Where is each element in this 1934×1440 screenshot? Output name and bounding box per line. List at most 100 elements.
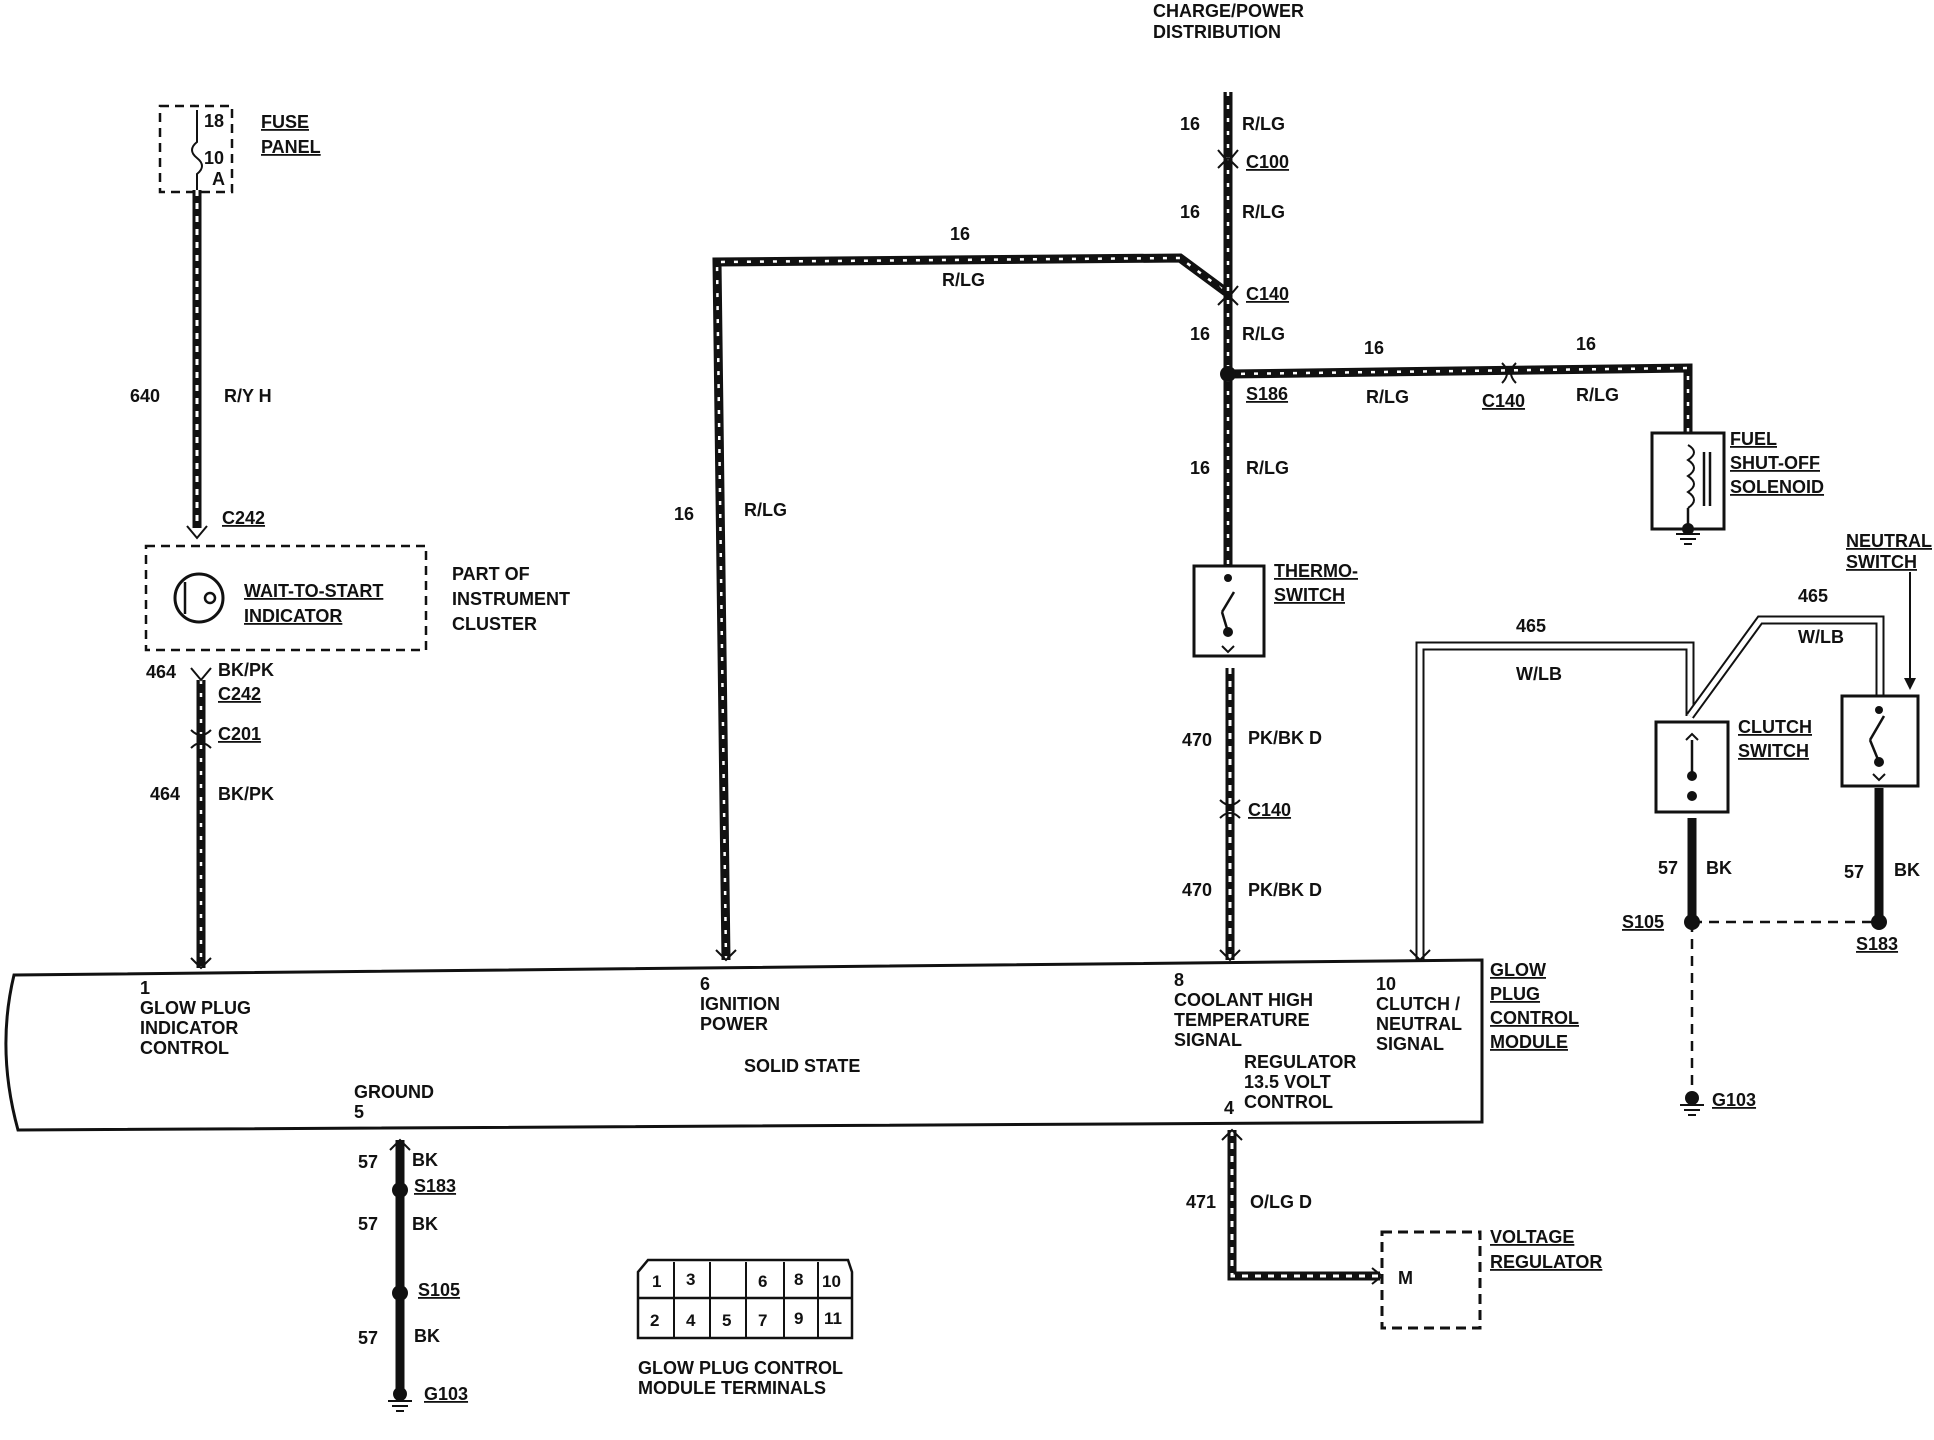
g103-ground-icon-right [1680, 1091, 1704, 1116]
connector-c140-top [1217, 285, 1239, 306]
thermo-switch [1192, 564, 1266, 658]
terminal-grid [636, 1258, 854, 1340]
pin8-label-3: SIGNAL [1174, 1030, 1242, 1050]
pin8-label-1: COOLANT HIGH [1174, 990, 1313, 1010]
wire-471 [1227, 1130, 1380, 1281]
ground-pin-number: 5 [354, 1102, 364, 1122]
wire-16-color-left: R/LG [744, 500, 787, 520]
wire-464-color-2: BK/PK [218, 784, 274, 804]
fuse-rating: 10 [204, 148, 224, 168]
pin1-label-2: INDICATOR [140, 1018, 238, 1038]
neutral-switch-label-1: NEUTRAL [1846, 531, 1932, 551]
wire-57-color-g1: BK [412, 1150, 438, 1170]
terminal-bot-5: 5 [722, 1311, 731, 1330]
thermo-switch-label-2: SWITCH [1274, 585, 1345, 605]
wire-465-number-2: 465 [1798, 586, 1828, 606]
part-of-2: INSTRUMENT [452, 589, 570, 609]
wire-16-num-6: 16 [1576, 334, 1596, 354]
clutch-switch [1654, 720, 1730, 814]
wire-57-color-neutral: BK [1894, 860, 1920, 880]
wait-to-start-indicator [144, 544, 428, 652]
wire-470-number-2: 470 [1182, 880, 1212, 900]
s186-label: S186 [1246, 384, 1288, 404]
wire-470-color-1: PK/BK D [1248, 728, 1322, 748]
charge-power-label-2: DISTRIBUTION [1153, 22, 1281, 42]
voltage-regulator [1371, 1230, 1482, 1330]
wire-16-fuel [1227, 363, 1693, 435]
splice-s186-dot [1220, 366, 1236, 382]
wire-471-color: O/LG D [1250, 1192, 1312, 1212]
neutral-switch [1840, 694, 1920, 788]
g103-label-right: G103 [1712, 1090, 1756, 1110]
wire-16-ignition [712, 253, 1229, 961]
terminal-bot-4: 4 [686, 1311, 696, 1330]
connector-c242-bot [190, 667, 212, 682]
wire-57-number-g2: 57 [358, 1214, 378, 1234]
g103-label-bottom: G103 [424, 1384, 468, 1404]
wire-640-number: 640 [130, 386, 160, 406]
pin10-label-3: SIGNAL [1376, 1034, 1444, 1054]
wire-464-color-1: BK/PK [218, 660, 274, 680]
pin8-label-2: TEMPERATURE [1174, 1010, 1310, 1030]
fuse-panel-label-2: PANEL [261, 137, 321, 157]
part-of-3: CLUSTER [452, 614, 537, 634]
connector-c242-top [186, 525, 208, 540]
pin6-label-2: POWER [700, 1014, 768, 1034]
fuel-solenoid-label-3: SOLENOID [1730, 477, 1824, 497]
neutral-switch-arrow-icon [1904, 572, 1916, 690]
wire-470-number-1: 470 [1182, 730, 1212, 750]
wire-640-color: R/Y H [224, 386, 272, 406]
connector-c140-low [1219, 799, 1241, 819]
pin1-label-1: GLOW PLUG [140, 998, 251, 1018]
wire-465-color-1: W/LB [1516, 664, 1562, 684]
terminal-top-8: 8 [794, 1270, 803, 1289]
pin1-number: 1 [140, 978, 150, 998]
connector-c201 [190, 729, 212, 749]
pin8-number: 8 [1174, 970, 1184, 990]
indicator-label-1: WAIT-TO-START [244, 581, 383, 601]
splice-s105-ground-dot [392, 1285, 408, 1301]
fuse-panel-label-1: FUSE [261, 112, 309, 132]
module-name-4: MODULE [1490, 1032, 1568, 1052]
pin1-label-3: CONTROL [140, 1038, 229, 1058]
wire-16-num-left: 16 [674, 504, 694, 524]
charge-power-label-1: CHARGE/POWER [1153, 1, 1304, 21]
wire-16-color-6: R/LG [1576, 385, 1619, 405]
s183-label-right: S183 [1856, 934, 1898, 954]
wire-16-color-2: R/LG [1242, 202, 1285, 222]
fuel-solenoid [1650, 431, 1726, 531]
wire-16-color-3: R/LG [1242, 324, 1285, 344]
wire-16-color-4: R/LG [1246, 458, 1289, 478]
pin6-number: 6 [700, 974, 710, 994]
wire-465-number-1: 465 [1516, 616, 1546, 636]
wire-16-color-1: R/LG [1242, 114, 1285, 134]
fuel-solenoid-label-2: SHUT-OFF [1730, 453, 1820, 473]
clutch-switch-label-2: SWITCH [1738, 741, 1809, 761]
splice-s105-dot [1684, 914, 1700, 930]
terminal-top-6: 6 [758, 1272, 767, 1291]
ground-pin-label: GROUND [354, 1082, 434, 1102]
module-name-1: GLOW [1490, 960, 1546, 980]
fuel-solenoid-label-1: FUEL [1730, 429, 1777, 449]
voltage-regulator-label-2: REGULATOR [1490, 1252, 1602, 1272]
terminal-bot-2: 2 [650, 1311, 659, 1330]
wire-16-num-5: 16 [1364, 338, 1384, 358]
wire-465 [1415, 615, 1885, 960]
wire-16-color-top: R/LG [942, 270, 985, 290]
wire-57-color-g2: BK [412, 1214, 438, 1234]
part-of-1: PART OF [452, 564, 530, 584]
wire-16-num-3: 16 [1190, 324, 1210, 344]
wire-16-color-5: R/LG [1366, 387, 1409, 407]
module-name-3: CONTROL [1490, 1008, 1579, 1028]
indicator-label-2: INDICATOR [244, 606, 342, 626]
fuse-number: 18 [204, 111, 224, 131]
regulator-label-1: REGULATOR [1244, 1052, 1356, 1072]
wire-464-number-2: 464 [150, 784, 180, 804]
wire-57-color-clutch: BK [1706, 858, 1732, 878]
neutral-switch-label-2: SWITCH [1846, 552, 1917, 572]
wire-16-num-top: 16 [950, 224, 970, 244]
terminal-bot-11: 11 [824, 1309, 842, 1328]
solid-state-label: SOLID STATE [744, 1056, 860, 1076]
wire-16-num-4: 16 [1190, 458, 1210, 478]
connector-c100 [1217, 149, 1239, 169]
